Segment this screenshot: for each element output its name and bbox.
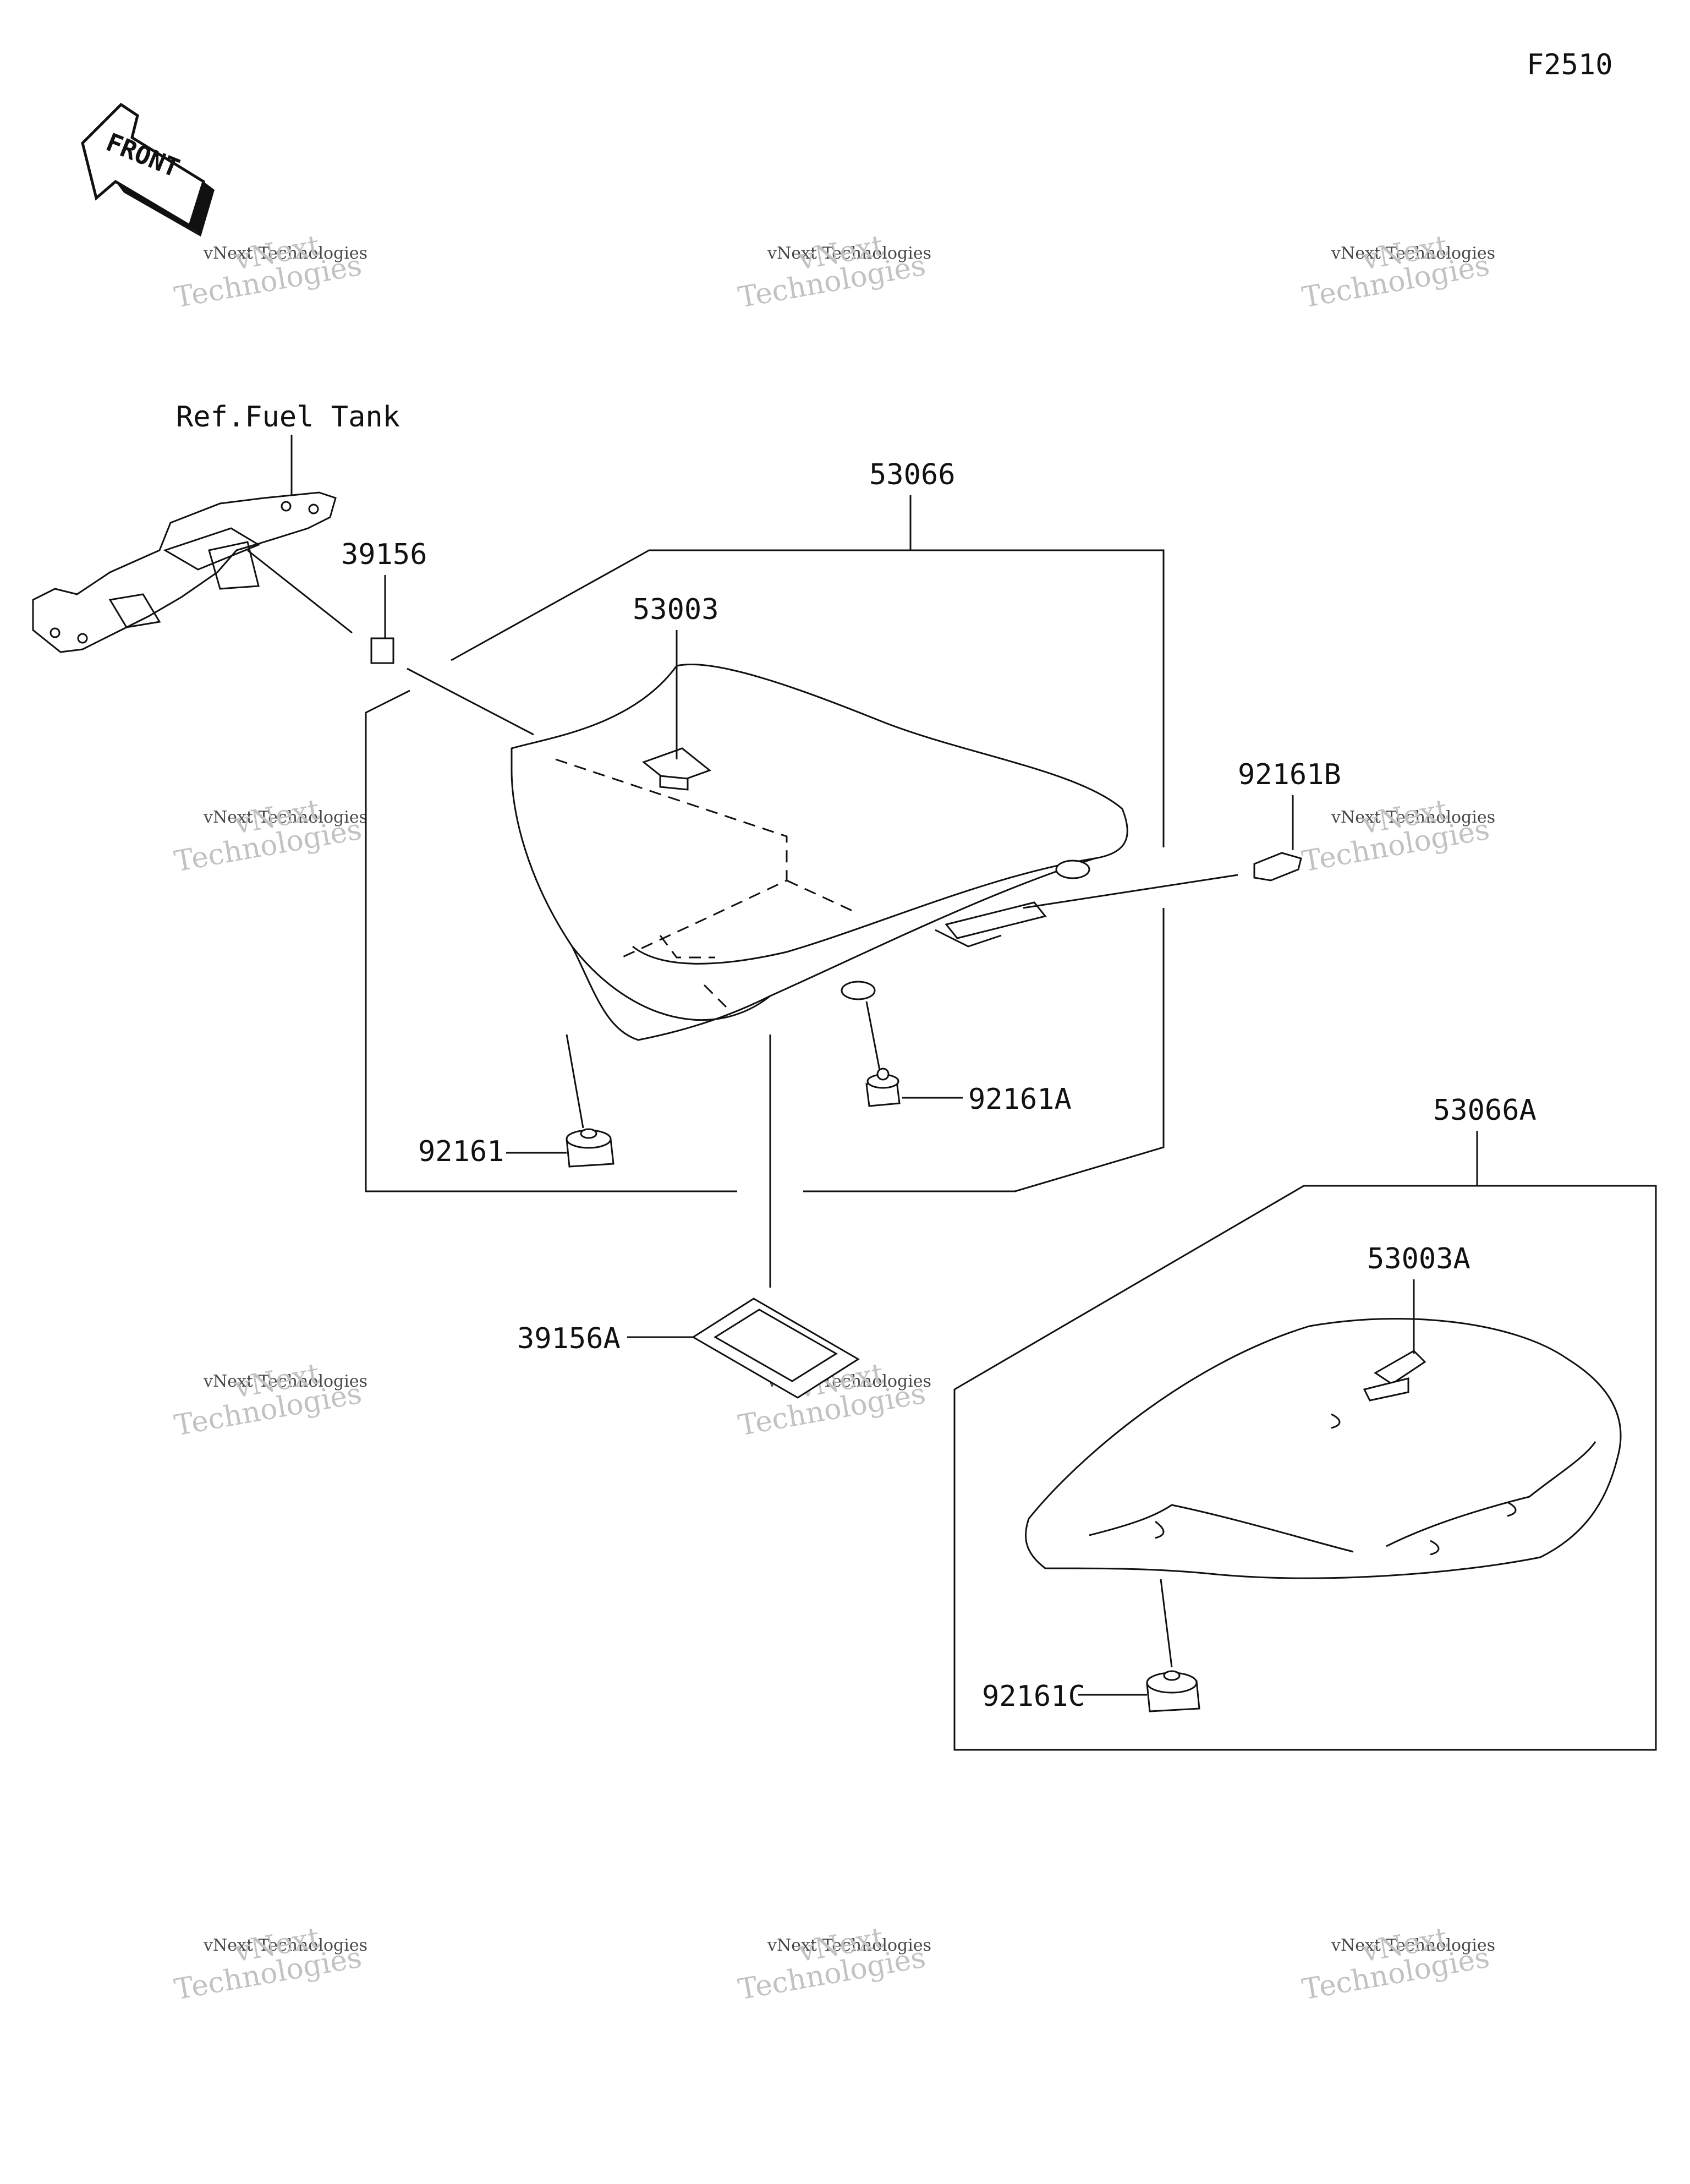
svg-text:vNext Technologies: vNext Technologies [767, 244, 931, 263]
label-53066A: 53066A [1433, 1094, 1537, 1127]
reference-label: Ref.Fuel Tank [176, 401, 400, 434]
part-92161A-grommet [865, 1068, 901, 1107]
svg-text:vNext Technologies: vNext Technologies [767, 1936, 931, 1955]
part-92161-grommet [566, 1128, 614, 1168]
part-92161B-damper [1253, 852, 1302, 882]
label-92161: 92161 [418, 1135, 504, 1168]
label-92161A: 92161A [968, 1083, 1072, 1116]
svg-text:vNext Technologies: vNext Technologies [1331, 808, 1495, 827]
label-53003: 53003 [633, 593, 719, 626]
rear-seat-frame [953, 1185, 1657, 1751]
label-39156A: 39156A [517, 1322, 621, 1355]
rear-seat [1025, 1318, 1622, 1579]
label-53066: 53066 [869, 458, 956, 491]
front-arrow-icon: FRONT [81, 102, 215, 237]
label-92161B: 92161B [1238, 758, 1341, 791]
svg-text:vNext Technologies: vNext Technologies [203, 1372, 367, 1391]
svg-text:vNext Technologies: vNext Technologies [203, 808, 367, 827]
part-39156A-pad [692, 1298, 860, 1399]
part-92161C-grommet [1146, 1670, 1200, 1712]
label-53003A: 53003A [1367, 1242, 1470, 1276]
svg-text:vNext Technologies: vNext Technologies [1331, 244, 1495, 263]
svg-text:vNext Technologies: vNext Technologies [203, 1936, 367, 1955]
front-seat [511, 664, 1128, 1041]
svg-text:vNext Technologies: vNext Technologies [203, 244, 367, 263]
diagram-code: F2510 [1527, 48, 1613, 81]
fuel-tank-bracket [32, 491, 337, 653]
label-39156: 39156 [341, 538, 427, 571]
svg-text:vNext Technologies: vNext Technologies [1331, 1936, 1495, 1955]
label-92161C: 92161C [982, 1680, 1085, 1713]
part-39156-pad [370, 637, 394, 664]
